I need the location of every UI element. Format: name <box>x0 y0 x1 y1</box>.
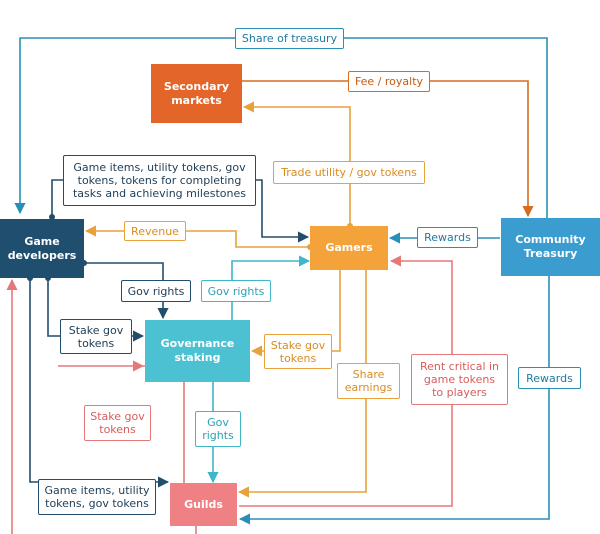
label-game-items-top: Game items, utility tokens, gov tokens, … <box>63 155 256 206</box>
edge-rewards-guilds <box>238 276 550 525</box>
label-trade-tokens: Trade utility / gov tokens <box>273 161 425 184</box>
label-stake-gov-tokens-guilds: Stake gov tokens <box>84 405 151 441</box>
edge-share-earnings <box>237 270 367 498</box>
edge-fee-royalty <box>242 80 534 218</box>
label-rewards-gamers: Rewards <box>417 227 478 248</box>
label-fee-royalty: Fee / royalty <box>348 71 430 92</box>
edge-game-items-top <box>51 179 310 243</box>
label-revenue: Revenue <box>124 221 186 241</box>
label-stake-gov-tokens-gamers: Stake gov tokens <box>264 334 332 369</box>
label-share-of-treasury: Share of treasury <box>235 28 344 49</box>
label-rewards-guilds: Rewards <box>518 367 581 389</box>
node-guilds: Guilds <box>170 483 237 526</box>
node-secondary-markets: Secondary markets <box>151 64 242 123</box>
node-game-developers: Game developers <box>0 219 84 278</box>
label-gov-rights-teal: Gov rights <box>201 280 271 302</box>
label-gov-rights-down: Gov rights <box>195 411 241 447</box>
junction-dot <box>49 214 55 220</box>
label-gov-rights-dark: Gov rights <box>121 280 191 302</box>
label-rent-critical: Rent critical in game tokens to players <box>411 354 508 405</box>
label-game-items-bottom: Game items, utility tokens, gov tokens <box>38 479 156 515</box>
label-share-earnings: Share earnings <box>337 363 400 399</box>
node-gamers: Gamers <box>310 226 388 270</box>
label-stake-gov-tokens-dev: Stake gov tokens <box>60 319 132 354</box>
node-governance-staking: Governance staking <box>145 320 250 382</box>
edge-revenue <box>84 225 310 248</box>
node-community-treasury: Community Treasury <box>501 218 600 276</box>
edge-stake-guilds <box>58 360 185 483</box>
edge-trade-tokens <box>242 101 351 226</box>
